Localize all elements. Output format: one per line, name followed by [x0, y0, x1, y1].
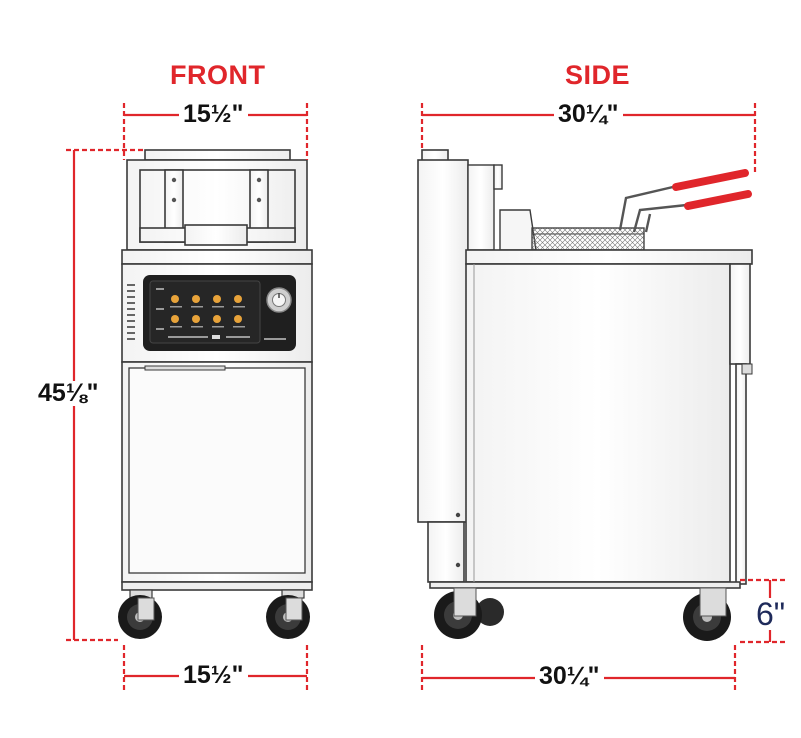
dial-knob-icon[interactable]: [266, 287, 292, 313]
screen-detail-marks: [156, 288, 286, 340]
side-rear-caster: [434, 587, 504, 639]
leg-height-label: 6": [756, 596, 786, 632]
side-body: [429, 249, 753, 589]
front-vent-slots: [127, 284, 135, 340]
side-bottom-depth-label: 30¼": [535, 664, 604, 689]
door-handle-slot[interactable]: [144, 365, 226, 371]
side-rear-column: [417, 149, 469, 583]
front-view-title: FRONT: [170, 60, 266, 90]
side-frypot: [499, 209, 537, 251]
side-drain-knob[interactable]: [741, 363, 753, 375]
food-item-icon[interactable]: [213, 315, 221, 323]
side-backsplash: [467, 164, 503, 251]
food-item-icon[interactable]: [213, 295, 221, 303]
front-right-caster: [266, 589, 310, 639]
food-item-icon[interactable]: [171, 295, 179, 303]
front-control-panel: [121, 249, 313, 363]
side-top-depth-label: 30¼": [554, 102, 623, 127]
side-rear-bolts: [455, 512, 461, 568]
basket-handle-grips[interactable]: [672, 169, 752, 210]
food-item-icon[interactable]: [171, 315, 179, 323]
front-door[interactable]: [128, 367, 306, 574]
front-frame-bolts: [171, 177, 262, 203]
screen-food-icons: [171, 295, 242, 323]
height-label: 45⅛": [34, 381, 103, 406]
front-bottom-width-label: 15½": [179, 663, 248, 688]
touchscreen[interactable]: [149, 280, 261, 344]
food-item-icon[interactable]: [192, 295, 200, 303]
front-left-caster: [118, 589, 162, 639]
food-item-icon[interactable]: [234, 315, 242, 323]
front-cabinet: [121, 361, 313, 591]
front-top-width-label: 15½": [179, 102, 248, 127]
food-item-icon[interactable]: [234, 295, 242, 303]
front-view: [118, 149, 313, 639]
side-view-title: SIDE: [565, 60, 631, 90]
food-item-icon[interactable]: [192, 315, 200, 323]
side-front-caster: [683, 587, 731, 641]
fry-basket: [531, 181, 697, 251]
front-top-frame: [126, 149, 308, 251]
side-view: [417, 149, 753, 641]
